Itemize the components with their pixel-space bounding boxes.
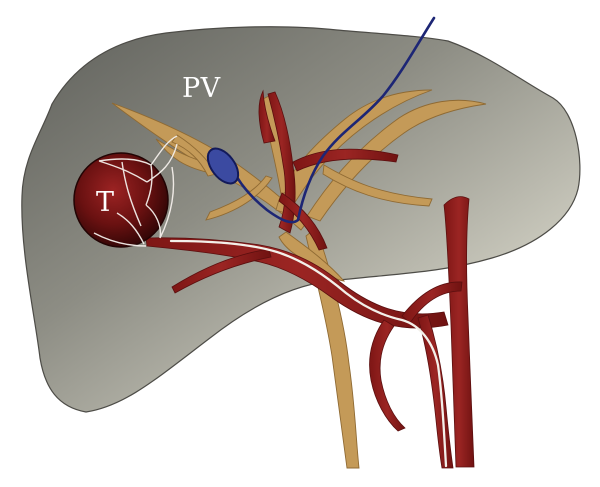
aorta [443,196,475,468]
common-hepatic-artery [145,237,449,329]
proper-hepatic-artery-descending [417,314,454,469]
right-posterior-artery [292,148,399,172]
hepatic-artery-proper-loop [401,281,463,324]
tumor-feeding-vessels [93,135,178,247]
replaced-hepatic-artery [171,248,272,294]
balloon-catheter-icon [206,147,240,185]
gastroduodenal-artery [369,319,406,432]
portal-vein-central-stem [205,175,273,221]
tumor [73,135,178,248]
portal-vein-label: PV [182,73,221,104]
microcatheter-white-line [169,239,448,468]
tumor-label: T [96,187,115,218]
portal-vein-tumor-branch [171,134,217,177]
left-hepatic-artery-upper [258,89,276,144]
hepatic-artery-system [145,89,475,469]
tumor-mass [73,152,169,248]
guidewire-catheter [230,16,436,224]
portal-vein-lower-right-branch [322,164,433,207]
